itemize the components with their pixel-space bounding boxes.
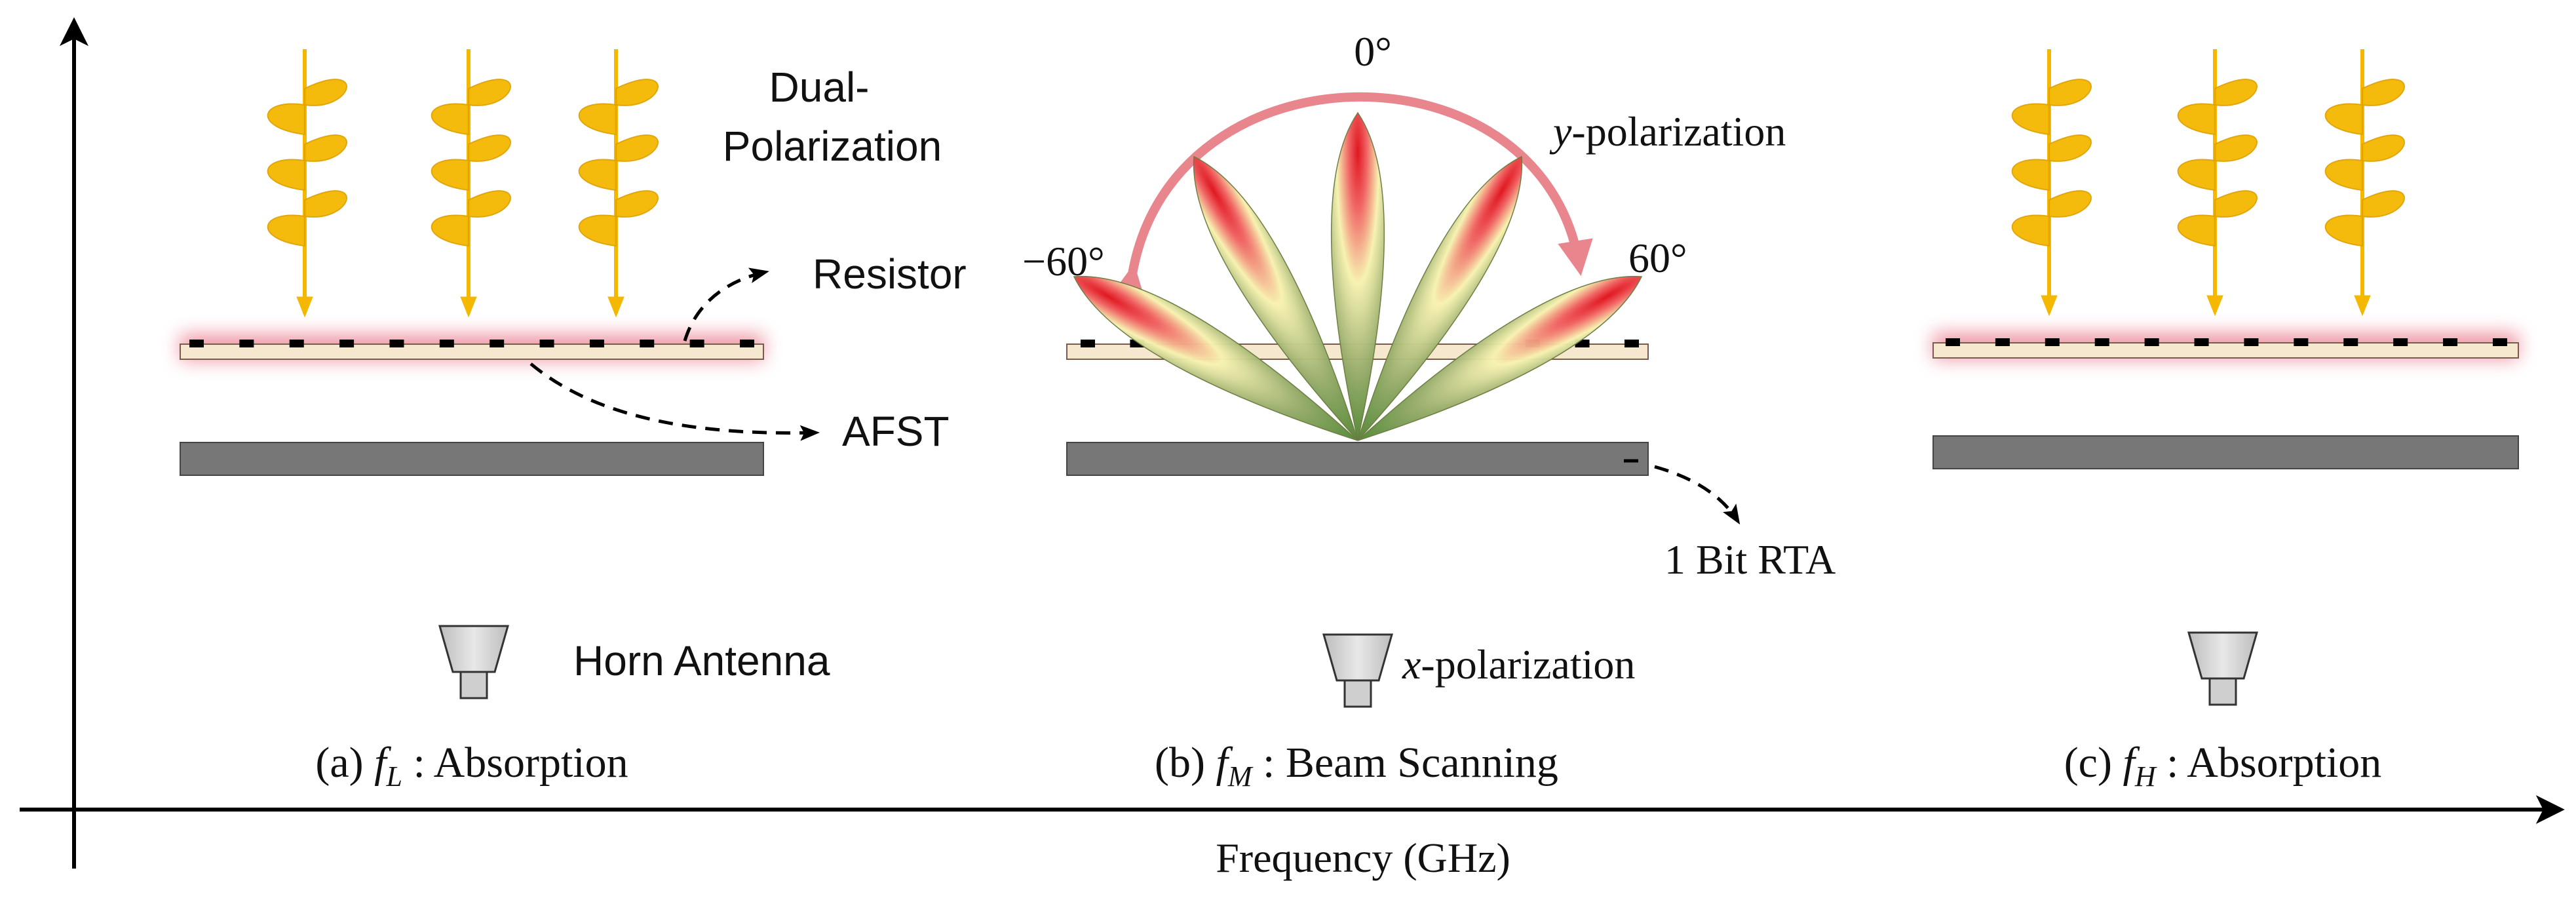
resistor-strips-c	[1946, 338, 2507, 346]
incident-wave	[431, 49, 511, 318]
radiation-lobe	[1193, 155, 1358, 441]
afst-layer-a	[180, 343, 764, 360]
horn-antenna-label: Horn Antenna	[573, 637, 830, 684]
horn-antenna-b	[1322, 633, 1393, 708]
strip	[2194, 338, 2209, 346]
afst-pointer	[529, 363, 820, 441]
strip	[539, 340, 554, 347]
angle-zero-label: 0°	[1354, 28, 1392, 75]
strip	[2393, 338, 2408, 346]
resistor-label: Resistor	[813, 250, 967, 298]
frequency-axis-label: Frequency (GHz)	[1216, 834, 1510, 881]
incident-waves-a	[267, 49, 659, 318]
strip	[2244, 338, 2259, 346]
panel-c	[1932, 49, 2519, 706]
panel-a	[180, 49, 764, 699]
strip	[1946, 338, 1960, 346]
afst-layer-c	[1932, 342, 2519, 359]
radiation-lobe	[1330, 111, 1385, 441]
strip	[1624, 340, 1639, 347]
ground-plane-c	[1932, 435, 2519, 469]
strip	[239, 340, 254, 347]
radiation-lobe	[1357, 275, 1643, 441]
caption-b: (b) fM : Beam Scanning	[1155, 739, 1558, 793]
panel-b	[1066, 92, 1740, 708]
ground-plane-a	[180, 442, 764, 476]
incident-wave	[267, 49, 347, 318]
strip	[289, 340, 304, 347]
caption-a: (a) fL : Absorption	[315, 739, 628, 793]
incident-waves-c	[2011, 49, 2405, 317]
strip	[740, 340, 754, 347]
strip	[2343, 338, 2358, 346]
dual-polarization-label: Dual-	[769, 64, 870, 111]
strip	[339, 340, 355, 347]
horn-antenna-a	[438, 625, 509, 699]
strip	[1081, 340, 1095, 347]
angle-minus60-label: −60°	[1022, 238, 1105, 284]
strip	[189, 340, 204, 347]
horn-antenna-c	[2187, 631, 2258, 706]
incident-wave	[2011, 49, 2092, 317]
dual-polarization-label-line2: Polarization	[723, 123, 942, 170]
strip	[389, 340, 404, 347]
rta-label: 1 Bit RTA	[1664, 536, 1836, 583]
afst-label: AFST	[842, 408, 950, 455]
strip	[490, 340, 505, 347]
strip	[2094, 338, 2109, 346]
incident-wave	[2324, 49, 2405, 317]
resistor-pointer	[683, 267, 769, 342]
strip	[689, 340, 704, 347]
radiation-lobe	[1357, 155, 1523, 441]
resistor-strips-a	[189, 340, 754, 347]
strip	[2144, 338, 2159, 346]
rta-pointer	[1654, 465, 1740, 525]
strip	[2045, 338, 2060, 346]
strip	[2443, 338, 2458, 346]
strip	[2493, 338, 2507, 346]
ground-plane-b	[1066, 442, 1649, 476]
caption-c: (c) fH : Absorption	[2064, 739, 2382, 793]
x-polarization-label: x-polarization	[1402, 641, 1635, 688]
strip	[640, 340, 655, 347]
strip	[1995, 338, 2010, 346]
incident-wave	[2177, 49, 2258, 317]
incident-wave	[578, 49, 659, 318]
scan-range-arrow	[1110, 92, 1593, 302]
radiation-lobes	[1073, 111, 1643, 441]
angle-plus60-label: 60°	[1628, 235, 1687, 281]
y-polarization-label: y-polarization	[1549, 108, 1786, 155]
strip	[439, 340, 454, 347]
strip	[2294, 338, 2309, 346]
radiation-lobe	[1073, 275, 1358, 441]
strip	[589, 340, 604, 347]
